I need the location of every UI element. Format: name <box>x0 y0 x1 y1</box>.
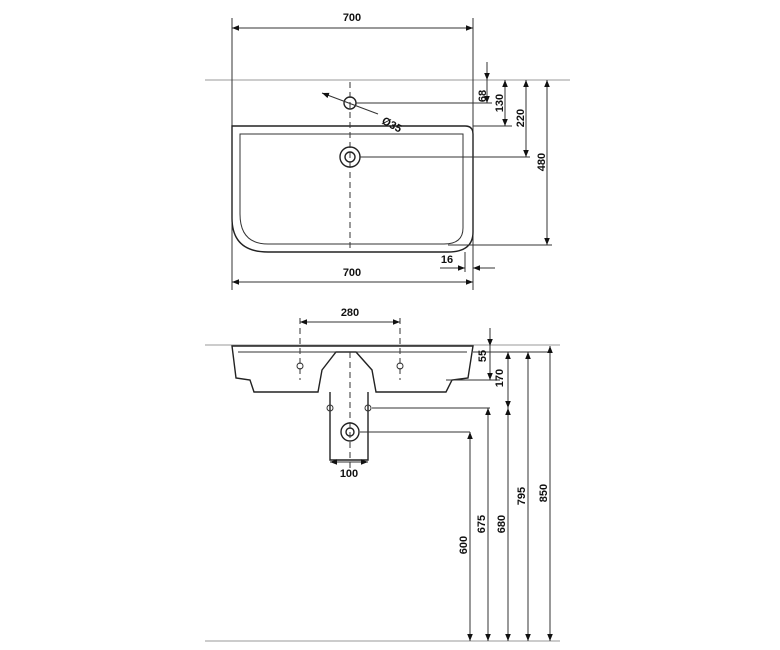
dim-55: 55 <box>477 350 489 362</box>
dim-68: 68 <box>477 90 489 102</box>
front-view: 280 100 55 170 600 675 680 795 850 <box>205 307 560 642</box>
dim-220: 220 <box>515 109 527 127</box>
dim-width-bottom: 700 <box>343 267 361 279</box>
fixing-bolt-left <box>326 404 334 412</box>
top-view: Ø35 700 700 68 130 220 480 16 <box>205 12 570 290</box>
dim-680: 680 <box>496 515 508 533</box>
dim-795: 795 <box>516 487 528 505</box>
tap-hole-label: Ø35 <box>380 115 404 135</box>
dim-16: 16 <box>441 254 453 266</box>
dim-width-top: 700 <box>343 12 361 24</box>
dim-280: 280 <box>341 307 359 319</box>
dim-100: 100 <box>340 468 358 480</box>
fixing-bolt-right <box>364 404 372 412</box>
dim-480: 480 <box>536 153 548 171</box>
dim-675: 675 <box>476 515 488 533</box>
dim-600: 600 <box>458 536 470 554</box>
dim-130: 130 <box>494 94 506 112</box>
tap-hole-leader <box>321 92 379 115</box>
basin-inner-edge <box>239 133 464 245</box>
waste-trap <box>329 392 369 461</box>
basin-outline-top <box>231 125 474 253</box>
basin-front-silhouette <box>231 345 474 393</box>
dim-850: 850 <box>538 484 550 502</box>
dim-170: 170 <box>494 369 506 387</box>
